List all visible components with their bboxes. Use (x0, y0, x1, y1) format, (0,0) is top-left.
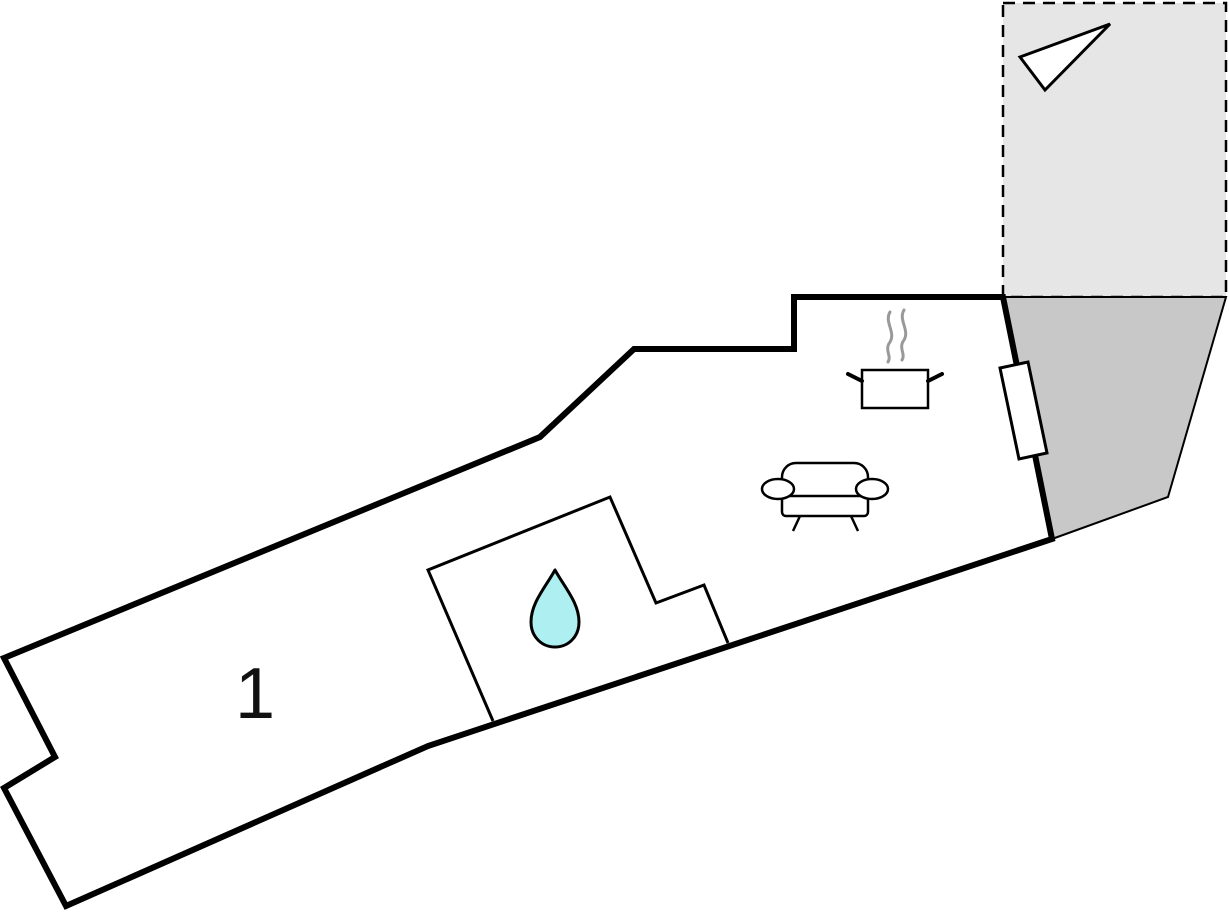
outdoor-area (1001, 1, 1228, 299)
floor-number-label: 1 (235, 654, 275, 734)
sofa-icon (760, 461, 890, 532)
cooking-pot-icon (846, 308, 944, 410)
triangle-pointer-icon (1017, 22, 1112, 93)
terrace-door (998, 360, 1049, 461)
water-drop-icon (529, 568, 581, 649)
bathroom-wall (426, 495, 730, 722)
